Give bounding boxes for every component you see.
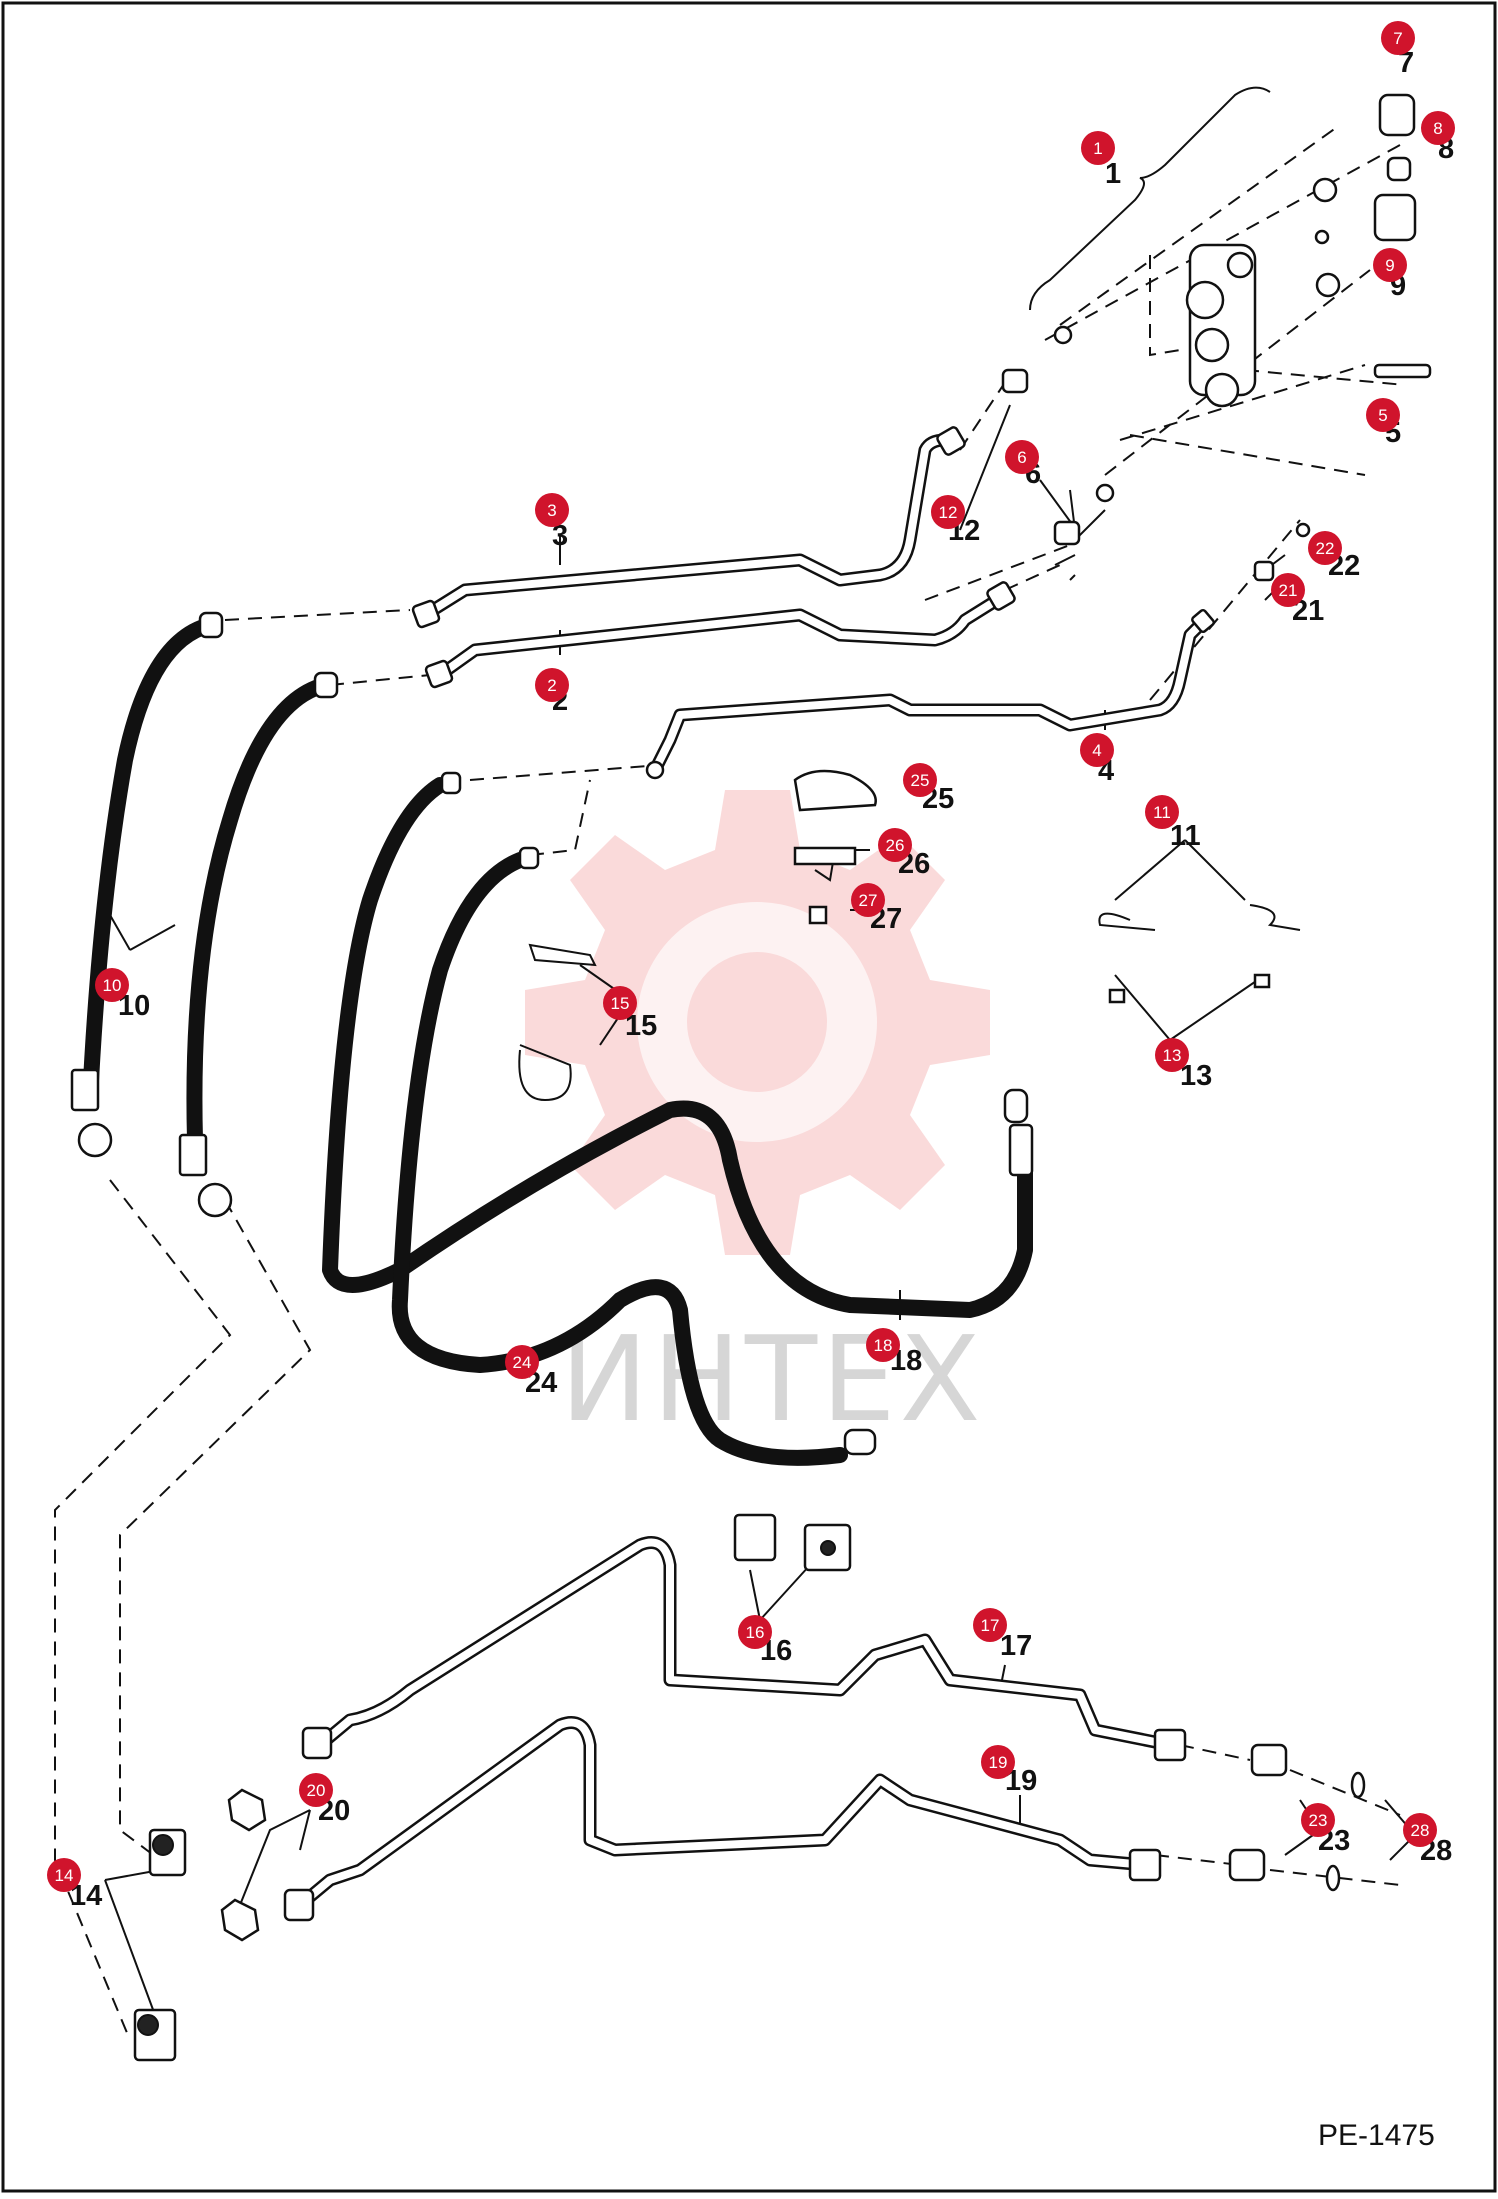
svg-text:7: 7 <box>1398 47 1414 79</box>
callout-badge-15[interactable]: 15 <box>603 986 637 1020</box>
drawing-code: PE-1475 <box>1318 2119 1435 2152</box>
callout-badge-16[interactable]: 16 <box>738 1615 772 1649</box>
callout-number: 24 <box>513 1353 532 1372</box>
callout-badge-2[interactable]: 2 <box>535 668 569 702</box>
callout-badge-11[interactable]: 11 <box>1145 795 1179 829</box>
callout-badge-4[interactable]: 4 <box>1080 733 1114 767</box>
rigid-tubes <box>293 433 1212 1912</box>
callout-number: 3 <box>547 501 556 520</box>
callout-badge-9[interactable]: 9 <box>1373 248 1407 282</box>
callout-number: 28 <box>1411 1821 1430 1840</box>
callout-number: 25 <box>911 771 930 790</box>
callout-badge-23[interactable]: 23 <box>1301 1803 1335 1837</box>
callout-badge-12[interactable]: 12 <box>931 495 965 529</box>
callout-number: 13 <box>1163 1046 1182 1065</box>
callout-badge-18[interactable]: 18 <box>866 1328 900 1362</box>
callout-number: 9 <box>1385 256 1394 275</box>
callout-badge-28[interactable]: 28 <box>1403 1813 1437 1847</box>
callout-number: 12 <box>939 503 958 522</box>
callout-number: 23 <box>1309 1811 1328 1830</box>
callout-badge-13[interactable]: 13 <box>1155 1038 1189 1072</box>
callout-badge-10[interactable]: 10 <box>95 968 129 1002</box>
callout-number: 2 <box>547 676 556 695</box>
svg-text:3: 3 <box>552 520 568 552</box>
callout-badge-7[interactable]: 7 <box>1381 21 1415 55</box>
callout-number: 10 <box>103 976 122 995</box>
callout-number: 11 <box>1153 803 1171 822</box>
callout-badge-1[interactable]: 1 <box>1081 131 1115 165</box>
callout-number: 18 <box>874 1336 893 1355</box>
callout-badge-21[interactable]: 21 <box>1271 573 1305 607</box>
callout-number: 1 <box>1093 139 1102 158</box>
callout-number: 7 <box>1393 29 1402 48</box>
callout-badge-17[interactable]: 17 <box>973 1608 1007 1642</box>
svg-text:1: 1 <box>1105 158 1121 190</box>
callout-badge-25[interactable]: 25 <box>903 763 937 797</box>
callout-number: 20 <box>307 1781 326 1800</box>
callout-badge-3[interactable]: 3 <box>535 493 569 527</box>
svg-text:17: 17 <box>1000 1630 1032 1662</box>
callout-badge-6[interactable]: 6 <box>1005 440 1039 474</box>
callout-badge-20[interactable]: 20 <box>299 1773 333 1807</box>
callout-badge-14[interactable]: 14 <box>47 1858 81 1892</box>
callout-badge-24[interactable]: 24 <box>505 1345 539 1379</box>
callout-number: 5 <box>1378 406 1387 425</box>
callout-number: 19 <box>989 1753 1008 1772</box>
callout-badge-8[interactable]: 8 <box>1421 111 1455 145</box>
callout-badge-26[interactable]: 26 <box>878 828 912 862</box>
callout-badge-5[interactable]: 5 <box>1366 398 1400 432</box>
svg-text:11: 11 <box>1170 820 1201 852</box>
watermark-text: ИНТЕХ <box>560 1310 984 1448</box>
callout-number: 16 <box>746 1623 765 1642</box>
callout-number: 21 <box>1279 581 1298 600</box>
flexible-hoses <box>82 617 1033 1466</box>
callout-badge-19[interactable]: 19 <box>981 1745 1015 1779</box>
callout-number: 14 <box>55 1866 74 1885</box>
callout-badge-27[interactable]: 27 <box>851 883 885 917</box>
callout-number: 22 <box>1316 539 1335 558</box>
callout-number: 27 <box>859 891 878 910</box>
callout-number: 8 <box>1433 119 1442 138</box>
fittings <box>70 93 1432 2062</box>
callout-number: 26 <box>886 836 905 855</box>
callout-number: 4 <box>1092 741 1101 760</box>
callout-badge-22[interactable]: 22 <box>1308 531 1342 565</box>
callout-number: 6 <box>1017 448 1026 467</box>
callout-number: 17 <box>981 1616 1000 1635</box>
callout-number: 15 <box>611 994 630 1013</box>
